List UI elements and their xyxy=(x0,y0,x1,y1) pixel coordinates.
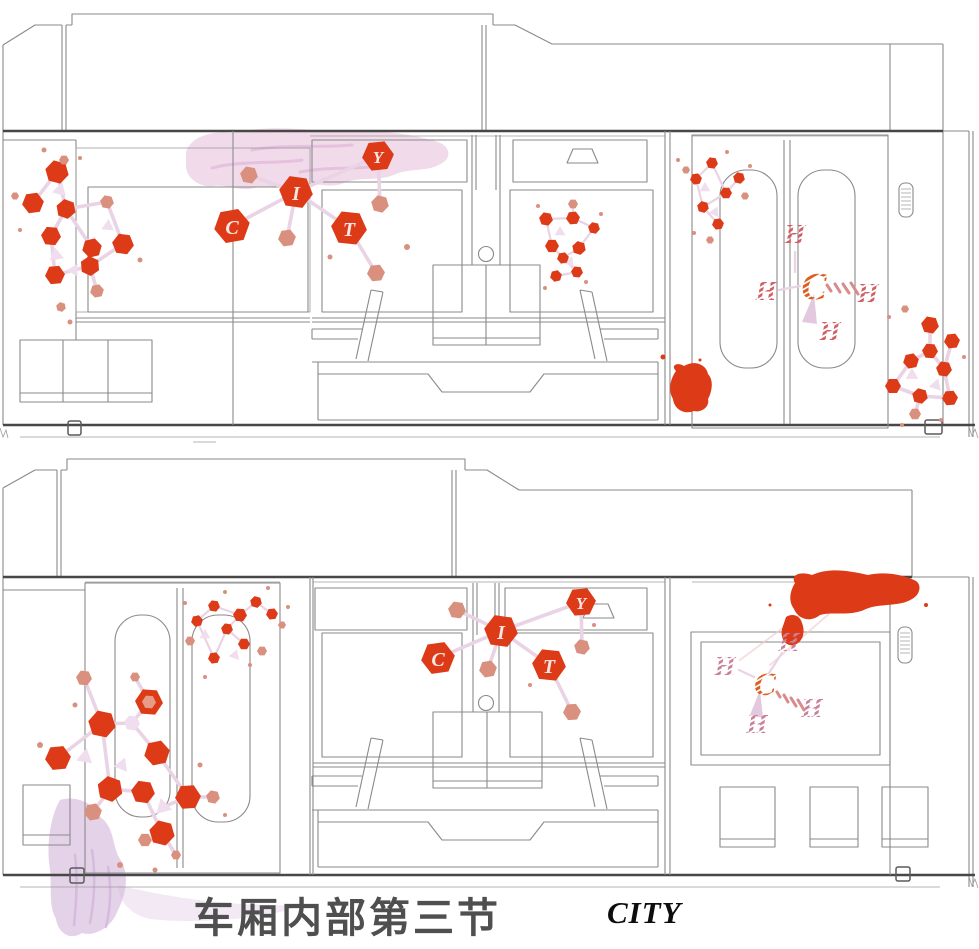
letter-i: I xyxy=(291,183,301,205)
methane-c-center: C xyxy=(801,266,827,308)
city-molecule-bottom: C I T Y xyxy=(419,587,598,721)
door-window-right xyxy=(191,614,251,823)
right-end-wall xyxy=(898,182,914,218)
grab-handle xyxy=(898,182,914,218)
center-pillar xyxy=(471,135,501,265)
wedge-bond xyxy=(750,690,763,718)
methane-h-right: H xyxy=(856,278,879,308)
carriage-structure-top xyxy=(0,13,979,443)
methane-h-bottom: H xyxy=(818,316,841,346)
methane-h-left: H xyxy=(754,276,777,306)
center-pillar xyxy=(472,583,500,712)
letter-y: Y xyxy=(576,594,588,613)
door-frame xyxy=(84,582,281,874)
city-molecule-top: C I T Y xyxy=(211,140,410,282)
paint-blob-door xyxy=(660,354,712,413)
seat-right xyxy=(579,289,659,362)
window-right xyxy=(509,189,654,313)
seat-backs xyxy=(719,786,929,848)
table xyxy=(432,264,541,346)
seat-left xyxy=(311,737,384,810)
window-left xyxy=(321,632,463,758)
hand-strap-ring xyxy=(477,694,495,712)
window-left xyxy=(321,189,463,313)
molecule-door-top xyxy=(183,586,290,679)
luggage-bench xyxy=(19,339,153,403)
floor-platform xyxy=(312,361,659,421)
floor-line xyxy=(3,866,979,889)
wedge-bond xyxy=(802,294,817,324)
floor-line xyxy=(0,419,979,443)
grab-handle xyxy=(897,626,913,664)
middle-seating-section xyxy=(311,577,671,875)
letter-t: T xyxy=(543,656,556,678)
elevation-view-bottom: C I T Y xyxy=(2,458,979,937)
methane-molecule-bottom: H H H H C xyxy=(713,627,823,739)
molecule-cluster-mid xyxy=(536,199,603,290)
molecule-right-wall xyxy=(885,305,966,427)
middle-seating-section xyxy=(311,131,671,425)
roof-outline xyxy=(2,13,974,437)
methane-c-center: C xyxy=(754,667,777,703)
right-window-section xyxy=(690,577,929,875)
watercolor-wash-purple xyxy=(48,798,300,937)
side-cabinet xyxy=(22,784,71,846)
methane-h-top: H xyxy=(777,627,800,657)
door-window-right xyxy=(797,169,856,369)
seat-left xyxy=(311,289,384,362)
letter-y: Y xyxy=(373,148,385,167)
table xyxy=(432,711,543,789)
molecule-cluster-door xyxy=(37,670,227,873)
watercolor-wash-pink xyxy=(186,128,449,190)
door-window-left xyxy=(719,169,778,369)
door-frame xyxy=(691,134,889,429)
methane-molecule-top: H H H H C xyxy=(754,219,879,346)
drawing-title: 车厢内部第三节 xyxy=(193,895,501,941)
floor-platform xyxy=(312,809,659,868)
door-window-left xyxy=(114,614,171,818)
seat-right xyxy=(579,737,659,810)
paint-blob-right xyxy=(739,570,928,666)
brand-logo-text: CITY xyxy=(607,895,682,930)
vent-louver xyxy=(566,148,599,164)
letter-c: C xyxy=(225,217,239,239)
door-section xyxy=(691,134,889,429)
letter-i: I xyxy=(496,622,506,644)
letter-c: C xyxy=(431,649,445,671)
molecule-cluster-left xyxy=(11,147,143,325)
door-section xyxy=(84,577,314,875)
molecule-door-top xyxy=(676,150,752,244)
methane-h-top: H xyxy=(783,219,806,249)
letter-t: T xyxy=(343,219,356,241)
hand-strap-ring xyxy=(477,245,495,263)
carriage-structure-bottom xyxy=(2,458,979,889)
elevation-view-top: C I T Y xyxy=(0,13,979,443)
methane-h-left: H xyxy=(713,651,736,681)
methane-h-right: H xyxy=(800,693,823,723)
methane-h-bottom: H xyxy=(745,709,768,739)
left-end-wall xyxy=(3,589,85,846)
roof-outline xyxy=(2,458,974,887)
